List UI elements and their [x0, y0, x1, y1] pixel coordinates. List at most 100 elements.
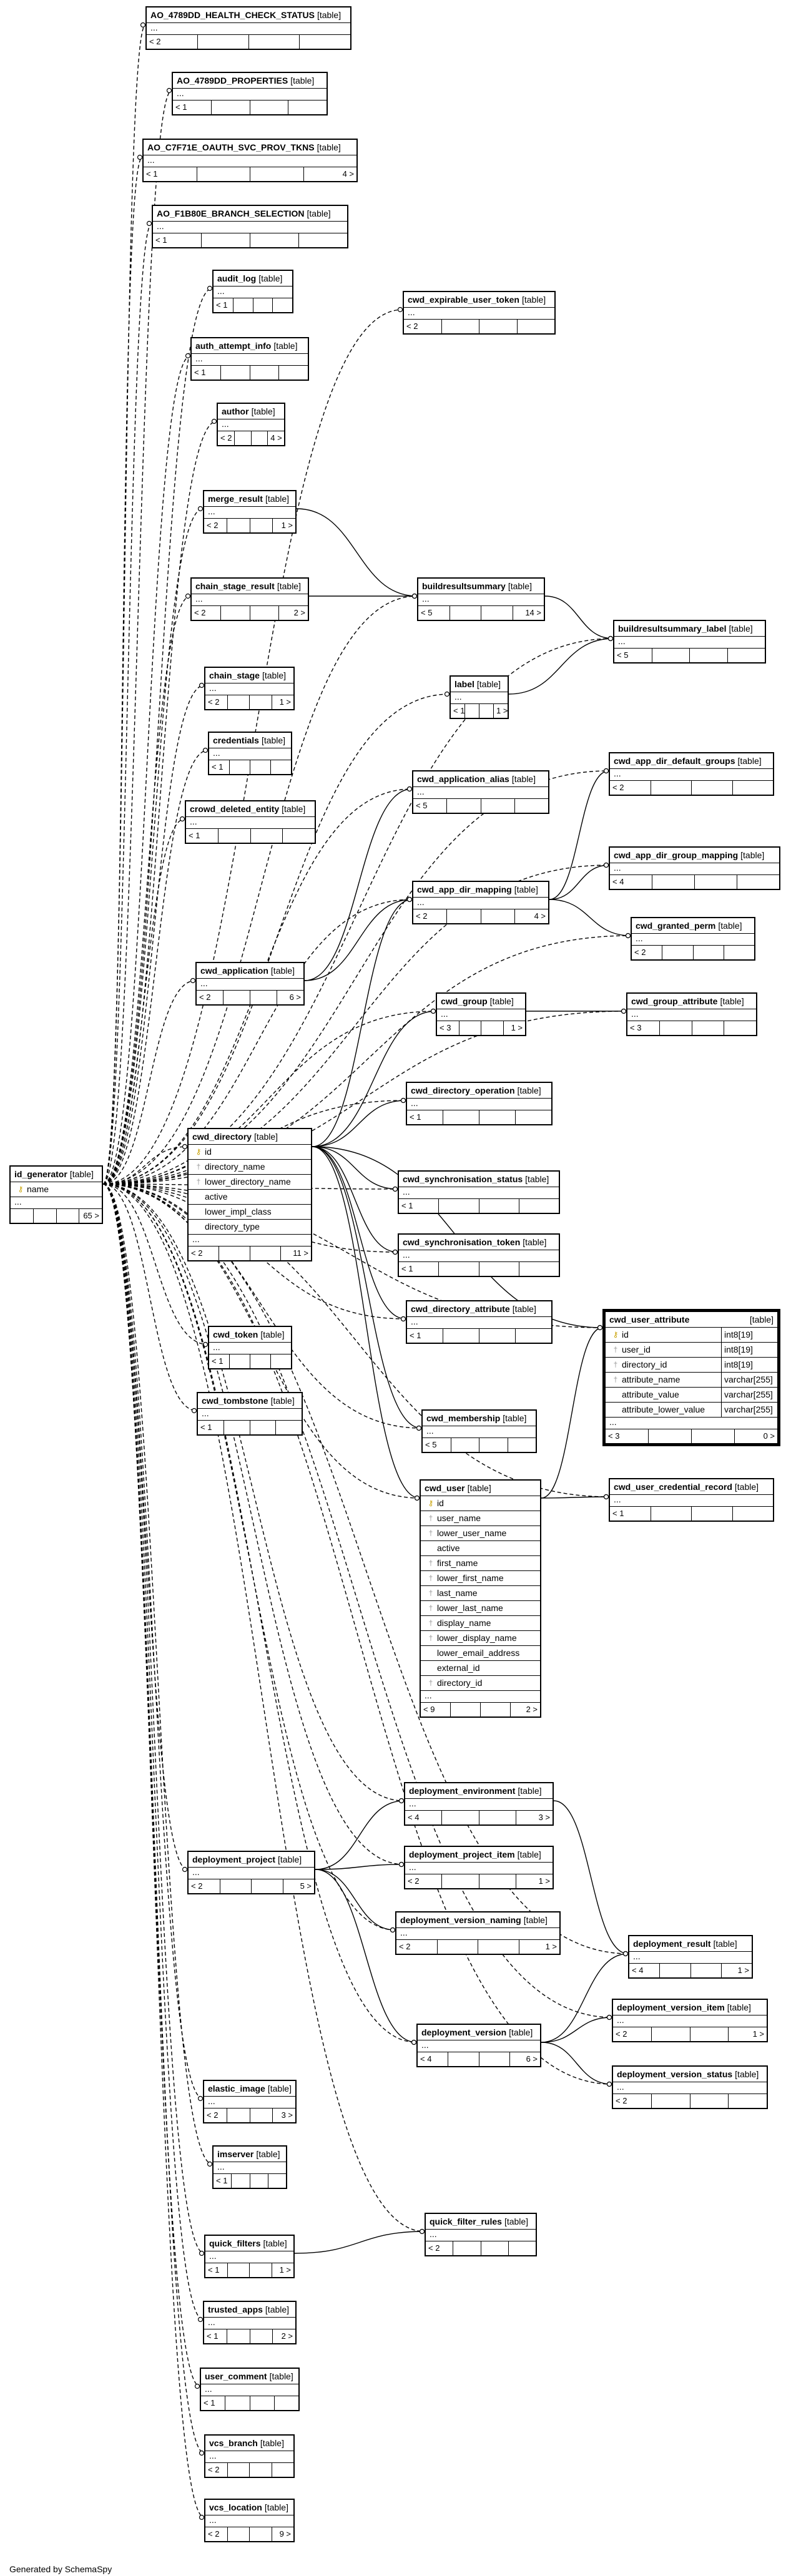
relationship-counts: < 3: [627, 1021, 756, 1035]
table-kind: [table]: [277, 581, 301, 591]
table-cwd-granted-perm[interactable]: cwd_granted_perm[table]...< 2: [631, 917, 755, 961]
table-cwd-app-dir-group-mapping[interactable]: cwd_app_dir_group_mapping[table]...< 4: [609, 846, 780, 890]
table-cwd-directory[interactable]: cwd_directory[table]⚷id†directory_name†l…: [187, 1128, 312, 1261]
table-name: credentials: [213, 735, 259, 745]
table-header: cwd_synchronisation_status[table]: [399, 1172, 559, 1187]
more-columns-ellipsis: ...: [201, 2384, 298, 2396]
parents-count: < 9: [421, 1703, 451, 1717]
relationship-line: [102, 1183, 204, 2099]
table-deployment-version-status[interactable]: deployment_version_status[table]...< 2: [612, 2065, 768, 2109]
table-name: AO_4789DD_PROPERTIES: [177, 76, 288, 86]
table-name: vcs_branch: [209, 2438, 258, 2448]
table-cwd-user-credential-record[interactable]: cwd_user_credential_record[table]...< 1: [609, 1478, 774, 1522]
spacer-cell: [479, 1199, 519, 1213]
parents-count: < 1: [214, 298, 233, 312]
table-kind: [table]: [511, 774, 536, 784]
table-name: cwd_user_attribute: [609, 1315, 690, 1325]
table-id-generator[interactable]: id_generator[table]⚷name...65 >: [9, 1165, 103, 1224]
table-cwd-app-dir-default-groups[interactable]: cwd_app_dir_default_groups[table]...< 2: [609, 752, 774, 796]
table-cwd-directory-attribute[interactable]: cwd_directory_attribute[table]...< 1: [406, 1300, 553, 1344]
table-kind: [table]: [260, 1330, 285, 1339]
table-ao-4789dd-health-check-status[interactable]: AO_4789DD_HEALTH_CHECK_STATUS[table]...<…: [145, 6, 351, 50]
relationship-line: [102, 1183, 205, 2454]
relationship-end-marker: [606, 2081, 612, 2087]
relationship-counts: < 1: [209, 1354, 291, 1368]
table-vcs-branch[interactable]: vcs_branch[table]...< 2: [204, 2434, 295, 2478]
foreign-key-icon: †: [428, 1633, 433, 1642]
spacer-cell: [34, 1209, 57, 1223]
table-cwd-expirable-user-token[interactable]: cwd_expirable_user_token[table]...< 2: [403, 291, 556, 335]
table-cwd-membership[interactable]: cwd_membership[table]...< 5: [421, 1409, 537, 1453]
table-cwd-synchronisation-status[interactable]: cwd_synchronisation_status[table]...< 1: [398, 1170, 560, 1214]
relationship-line: [553, 1800, 629, 1954]
column-row: directory_type: [189, 1220, 311, 1235]
table-audit-log[interactable]: audit_log[table]...< 1: [212, 270, 293, 313]
foreign-key-icon: †: [196, 1162, 201, 1171]
table-ao-f1b80e-branch-selection[interactable]: AO_F1B80E_BRANCH_SELECTION[table]...< 1: [152, 205, 348, 248]
table-user-comment[interactable]: user_comment[table]...< 1: [200, 2368, 300, 2411]
table-cwd-user[interactable]: cwd_user[table]⚷id†user_name†lower_user_…: [420, 1479, 541, 1718]
table-header: id_generator[table]: [11, 1167, 102, 1182]
table-cwd-synchronisation-token[interactable]: cwd_synchronisation_token[table]...< 1: [398, 1233, 560, 1277]
table-cwd-application-alias[interactable]: cwd_application_alias[table]...< 5: [412, 770, 549, 814]
more-columns-ellipsis: ...: [147, 23, 350, 35]
table-kind: [table]: [720, 996, 744, 1006]
table-ao-4789dd-properties[interactable]: AO_4789DD_PROPERTIES[table]...< 1: [172, 72, 328, 115]
column-name: directory_id: [622, 1359, 667, 1369]
relationship-end-marker: [444, 691, 450, 697]
table-header: vcs_branch[table]: [205, 2436, 293, 2451]
table-crowd-deleted-entity[interactable]: crowd_deleted_entity[table]...< 1: [185, 800, 316, 844]
table-name: cwd_app_dir_mapping: [417, 884, 512, 894]
relationship-line: [102, 1183, 417, 2043]
table-kind: [table]: [251, 406, 275, 416]
children-count: 1 >: [538, 1876, 550, 1886]
table-cwd-group-attribute[interactable]: cwd_group_attribute[table]...< 3: [626, 992, 757, 1036]
relationship-line: [296, 508, 418, 597]
table-header: credentials[table]: [209, 733, 291, 748]
table-name: cwd_directory: [192, 1132, 252, 1142]
table-name: cwd_group_attribute: [631, 996, 718, 1006]
table-credentials[interactable]: credentials[table]...< 1: [208, 732, 292, 775]
table-cwd-token[interactable]: cwd_token[table]...< 1: [208, 1326, 292, 1369]
column-name: display_name: [437, 1618, 491, 1628]
table-ao-c7f71e-oauth-svc-prov-tkns[interactable]: AO_C7F71E_OAUTH_SVC_PROV_TKNS[table]...<…: [142, 139, 358, 182]
parents-count: < 2: [613, 2094, 652, 2108]
parents-count: < 4: [418, 2052, 449, 2066]
more-columns-ellipsis: ...: [413, 787, 548, 799]
table-cwd-tombstone[interactable]: cwd_tombstone[table]...< 1: [197, 1392, 303, 1436]
table-cwd-directory-operation[interactable]: cwd_directory_operation[table]...< 1: [406, 1082, 553, 1125]
table-header: cwd_expirable_user_token[table]: [404, 292, 554, 308]
more-columns-ellipsis: ...: [205, 2515, 293, 2527]
relationship-line: [102, 508, 204, 1185]
table-auth-attempt-info[interactable]: auth_attempt_info[table]...< 1: [190, 337, 309, 381]
table-kind: [table]: [514, 884, 538, 894]
table-header: AO_C7F71E_OAUTH_SVC_PROV_TKNS[table]: [144, 140, 356, 155]
relationship-end-marker: [194, 2383, 200, 2389]
table-buildresultsummary-label[interactable]: buildresultsummary_label[table]...< 5: [613, 620, 766, 664]
children-count: [276, 1421, 302, 1434]
table-quick-filter-rules[interactable]: quick_filter_rules[table]...< 2: [425, 2213, 537, 2256]
table-imserver[interactable]: imserver[table]...< 1: [212, 2145, 287, 2189]
table-kind: [table]: [267, 2084, 292, 2094]
